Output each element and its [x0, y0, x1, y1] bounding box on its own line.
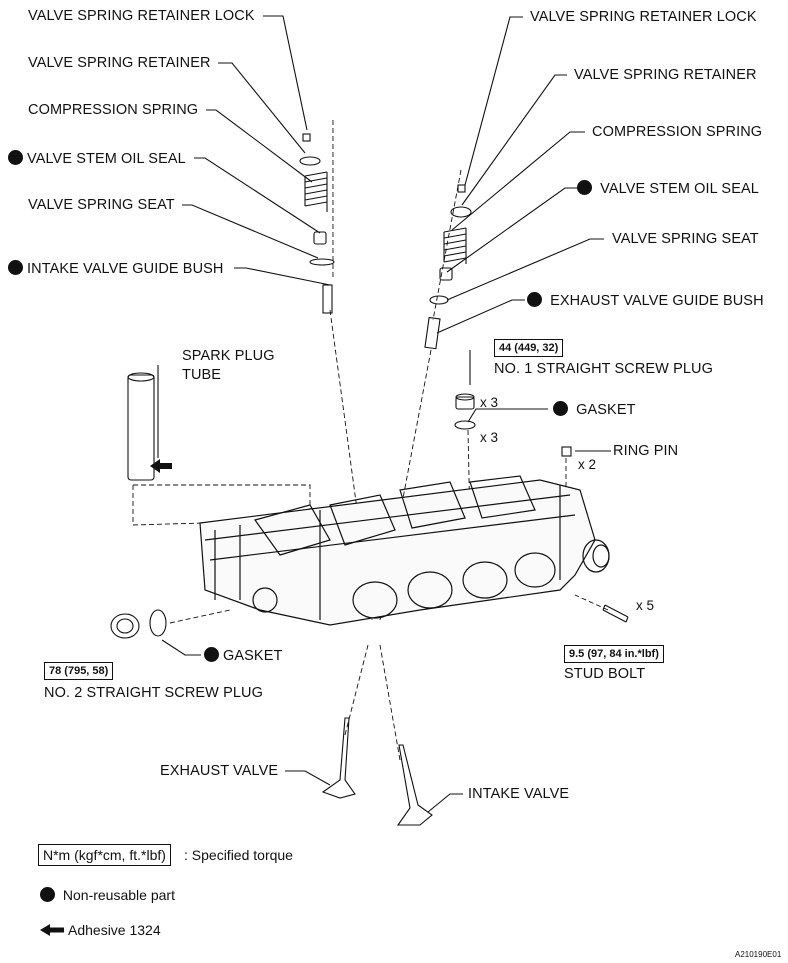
spring-right	[443, 227, 467, 264]
torque-no1-plug: 44 (449, 32)	[494, 339, 564, 357]
non-reusable-icon	[553, 401, 568, 416]
label-exhaust-valve: EXHAUST VALVE	[160, 763, 279, 779]
torque-stud-bolt: 9.5 (97, 84 in.*lbf)	[564, 645, 664, 663]
mult-plug-x3: x 3	[480, 395, 499, 410]
legend-torque-box: N*m (kgf*cm, ft.*lbf)	[38, 844, 171, 866]
adhesive-arrow-marker	[150, 459, 172, 473]
label-left-guide-bush-text: INTAKE VALVE GUIDE BUSH	[27, 261, 224, 277]
guide-bush-right	[424, 316, 441, 350]
label-left-oil-seal: VALVE STEM OIL SEAL	[8, 150, 186, 168]
non-reusable-icon	[204, 647, 219, 662]
legend-non-reusable-text: Non-reusable part	[62, 887, 175, 903]
label-no1-plug: NO. 1 STRAIGHT SCREW PLUG	[494, 361, 713, 377]
torque-no2-plug: 78 (795, 58)	[44, 662, 114, 680]
spark-plug-tube	[127, 372, 155, 481]
legend-torque-text: : Specified torque	[184, 847, 293, 863]
mult-gasket-x3: x 3	[480, 430, 499, 445]
no1-plug-group	[454, 393, 476, 430]
label-ring-pin: RING PIN	[613, 443, 679, 459]
label-gasket-right-text: GASKET	[576, 402, 636, 418]
label-right-retainer-lock: VALVE SPRING RETAINER LOCK	[530, 9, 757, 25]
no2-plug-group	[110, 609, 201, 656]
spring-left	[304, 171, 328, 212]
legend-adhesive: Adhesive 1324	[40, 921, 161, 939]
label-gasket-right: GASKET	[553, 401, 636, 419]
retainer-right	[450, 206, 472, 218]
non-reusable-icon	[527, 292, 542, 307]
left-valve-stack	[299, 133, 335, 314]
label-left-spring-seat: VALVE SPRING SEAT	[28, 197, 175, 213]
label-intake-valve: INTAKE VALVE	[468, 786, 570, 802]
label-gasket-left-text: GASKET	[223, 648, 283, 664]
spring-seat-right	[429, 295, 449, 305]
non-reusable-icon	[8, 260, 23, 275]
label-spark-plug-1: SPARK PLUG	[182, 348, 275, 364]
label-right-oil-seal-text: VALVE STEM OIL SEAL	[600, 181, 759, 197]
label-spark-plug-2: TUBE	[182, 367, 222, 383]
mult-stud-x5: x 5	[636, 598, 655, 613]
arrow-left-icon	[40, 924, 64, 936]
label-right-oil-seal: VALVE STEM OIL SEAL	[577, 180, 759, 198]
leader-lines-right	[436, 16, 611, 452]
retainer-lock-left	[302, 133, 311, 142]
label-right-guide-bush: EXHAUST VALVE GUIDE BUSH	[527, 292, 764, 310]
spring-seat-left	[309, 258, 335, 266]
mult-ring-pin-x2: x 2	[578, 457, 597, 472]
legend-non-reusable: Non-reusable part	[40, 886, 175, 904]
oil-seal-right	[439, 267, 453, 281]
label-right-guide-bush-text: EXHAUST VALVE GUIDE BUSH	[550, 293, 764, 309]
leader-lines-left	[157, 15, 331, 458]
cylinder-head	[199, 475, 610, 626]
label-left-retainer-lock: VALVE SPRING RETAINER LOCK	[28, 8, 255, 24]
non-reusable-legend-icon	[40, 887, 55, 902]
label-left-spring: COMPRESSION SPRING	[28, 102, 199, 118]
stud-bolt	[602, 604, 629, 623]
retainer-lock-right	[457, 184, 466, 193]
non-reusable-icon	[577, 180, 592, 195]
oil-seal-left	[313, 231, 327, 245]
legend-adhesive-text: Adhesive 1324	[68, 922, 161, 938]
guide-bush-left	[322, 284, 333, 314]
label-left-retainer: VALVE SPRING RETAINER	[28, 55, 211, 71]
label-no2-plug: NO. 2 STRAIGHT SCREW PLUG	[44, 685, 263, 701]
label-right-spring-seat: VALVE SPRING SEAT	[612, 231, 759, 247]
label-left-guide-bush: INTAKE VALVE GUIDE BUSH	[8, 260, 224, 278]
intake-valve	[396, 744, 463, 826]
right-valve-stack	[424, 184, 472, 350]
figure-code: A210190E01	[735, 950, 782, 959]
non-reusable-icon	[8, 150, 23, 165]
label-right-spring: COMPRESSION SPRING	[592, 124, 763, 140]
label-gasket-left: GASKET	[204, 647, 282, 665]
label-stud-bolt: STUD BOLT	[564, 666, 646, 682]
ring-pin	[561, 446, 572, 457]
label-left-oil-seal-text: VALVE STEM OIL SEAL	[27, 151, 186, 167]
retainer-left	[299, 156, 321, 166]
label-right-retainer: VALVE SPRING RETAINER	[574, 67, 757, 83]
exhaust-valve	[285, 717, 356, 799]
